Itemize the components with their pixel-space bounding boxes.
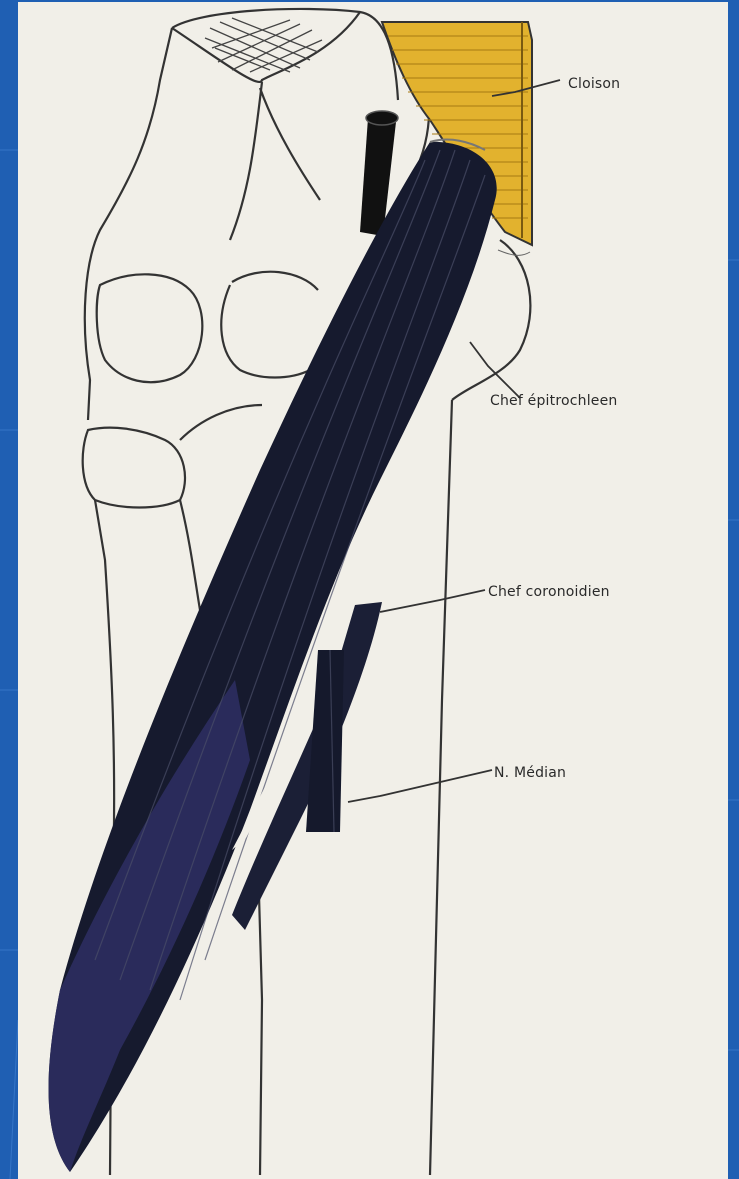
label-chef-coronoidien: Chef coronoidien xyxy=(488,584,610,600)
label-cloison: Cloison xyxy=(568,76,620,92)
label-n-median: N. Médian xyxy=(494,765,566,781)
label-chef-epitrochleen: Chef épitrochleen xyxy=(490,393,618,409)
